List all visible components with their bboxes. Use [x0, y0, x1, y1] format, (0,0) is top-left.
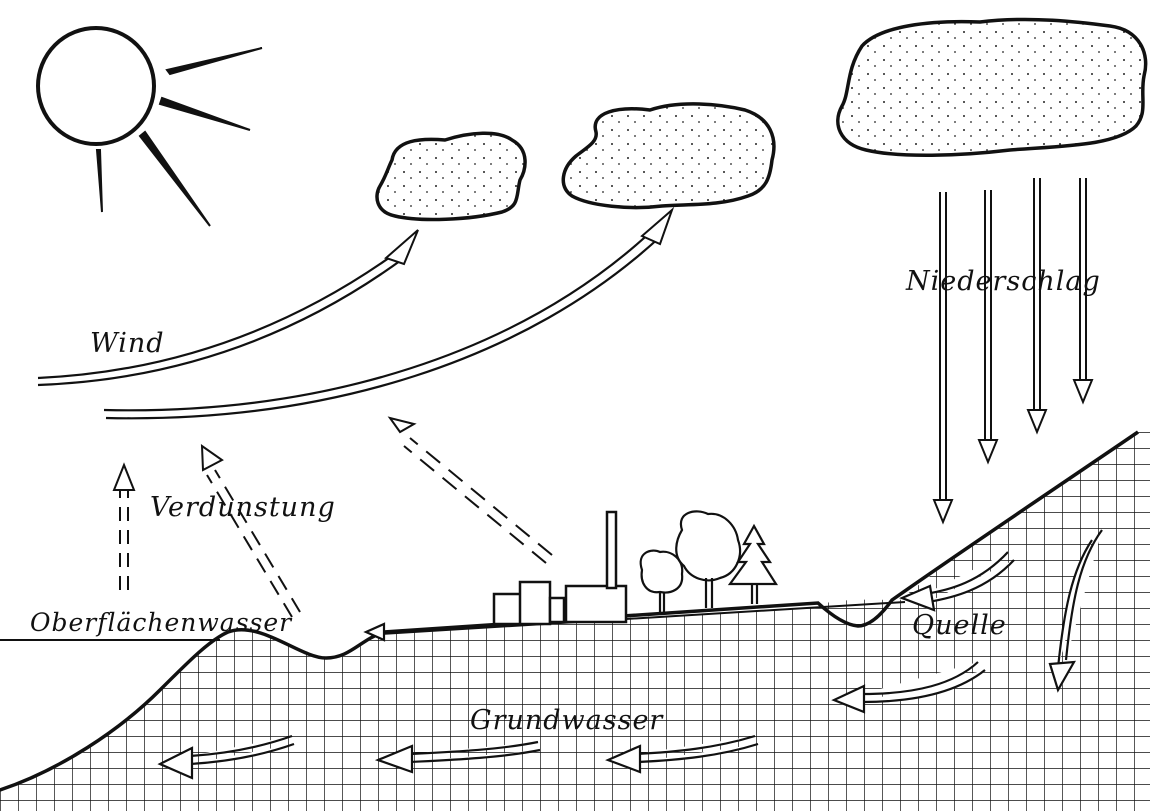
tree-left	[641, 551, 683, 614]
wind-stream-upper	[38, 230, 418, 385]
label-quelle: Quelle	[912, 610, 1007, 641]
sun-icon	[38, 28, 262, 226]
evaporation-arrow	[390, 418, 552, 563]
cloud-large	[838, 19, 1146, 155]
label-verdunstung: Verdunstung	[150, 492, 336, 523]
evaporation-arrow	[114, 465, 134, 590]
label-oberflaechenwasser: Oberflächenwasser	[30, 608, 292, 637]
wind-stream-lower	[104, 210, 672, 418]
tree-middle	[676, 511, 740, 608]
factory-buildings	[494, 512, 626, 624]
rain-arrow	[1028, 178, 1046, 432]
rain-arrow	[934, 192, 952, 522]
evaporation-arrow	[202, 446, 300, 617]
label-grundwasser: Grundwasser	[470, 705, 663, 736]
precipitation-arrows	[934, 178, 1092, 522]
cloud-medium	[563, 104, 774, 208]
rain-arrow	[979, 190, 997, 462]
cloud-small	[377, 133, 525, 219]
label-wind: Wind	[90, 328, 165, 359]
trees	[641, 511, 776, 614]
label-niederschlag: Niederschlag	[906, 266, 1101, 297]
